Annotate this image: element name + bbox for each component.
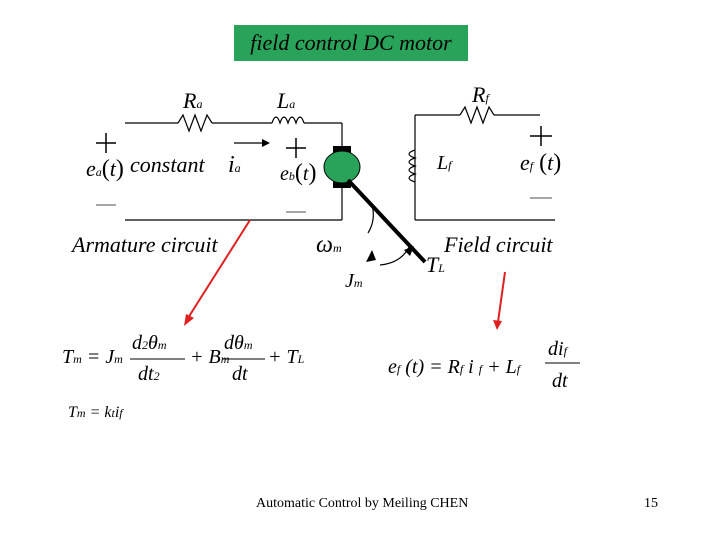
equation-dtheta: dθm [224,332,253,354]
slide-title-text: field control DC motor [250,30,452,55]
label-omega-m: ωm [316,232,342,258]
label-rf: Rf [472,82,489,107]
slide-title: field control DC motor [234,25,468,61]
resistor-rf [459,105,495,125]
motor-shaft [346,178,427,264]
label-field-circuit: Field circuit [444,232,553,257]
equation-tm-kt: Tm = ktif [68,404,123,421]
load-arrow [379,244,411,266]
equation-dt: dt [232,363,248,385]
page-number: 15 [644,496,658,511]
inductor-lf [408,149,417,183]
armature-wires [125,105,555,221]
equation-dif: dif [548,338,567,360]
label-ef: ef (t) [520,150,562,176]
equation-tl: + TL [268,346,305,368]
equation-d2theta: d2θm [132,332,167,354]
resistor-ra [177,113,213,133]
jm-arrow-head [366,250,376,262]
label-armature-circuit: Armature circuit [72,232,218,257]
label-la: La [277,88,296,113]
equation-field: ef (t) = Rf i f + Lf [388,356,521,378]
equation-torque-left: Tm = Jm [62,346,123,368]
label-eb: eb(t) [280,160,317,186]
fraction-bars [130,358,580,364]
footer-credit: Automatic Control by Meiling CHEN [256,496,469,511]
current-arrow-head [262,139,270,147]
label-tl: TL [426,252,445,277]
label-ia: ia [228,152,241,178]
equation-dt2: dt2 [138,363,160,385]
equation-bm: + Bm [190,346,230,368]
motor-symbol [323,146,361,188]
label-jm: Jm [345,270,363,292]
inductor-la [271,116,305,125]
omega-arrow [367,204,374,234]
equation-dt-field: dt [552,370,568,392]
label-ra: Ra [183,88,203,113]
label-constant: constant [130,152,205,177]
tl-arrow-head [404,246,414,256]
label-ea: ea(t) [86,156,124,182]
polarity-marks [96,126,552,213]
red-arrow-armature [187,219,251,319]
label-lf: Lf [437,152,452,174]
red-arrow-field [497,271,506,323]
